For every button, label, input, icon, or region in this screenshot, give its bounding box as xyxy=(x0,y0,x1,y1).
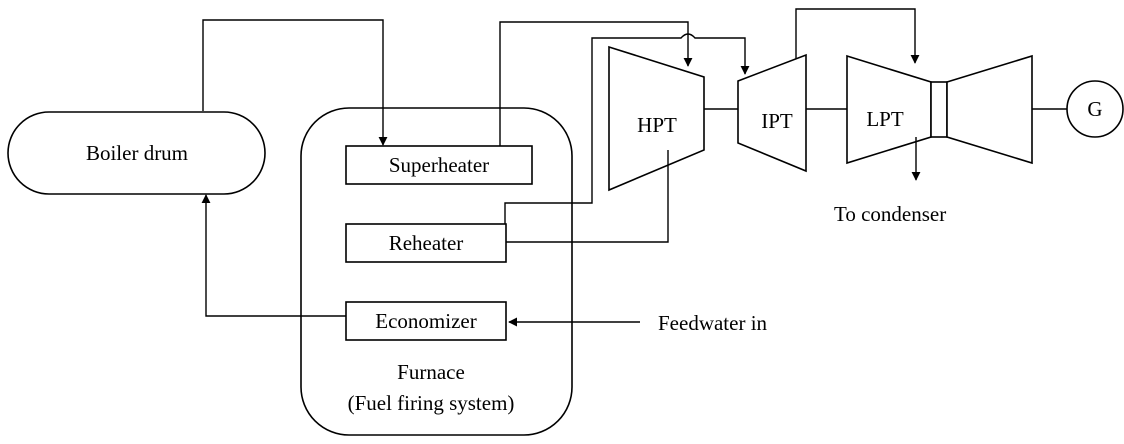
reheater-box xyxy=(345,223,507,263)
furnace xyxy=(300,107,573,436)
boiler-drum-label: Boiler drum xyxy=(86,141,188,165)
hpt-to-reheater-line xyxy=(506,150,669,243)
ipt-turbine xyxy=(737,53,807,173)
condenser-label: To condenser xyxy=(834,202,946,226)
furnace-sublabel: (Fuel firing system) xyxy=(348,391,515,415)
lpt-second-flow xyxy=(946,54,1033,165)
furnace-label: Furnace xyxy=(397,360,465,384)
economizer-to-drum-line xyxy=(201,194,346,317)
reheater-to-ipt-line xyxy=(504,33,750,224)
superheater-box xyxy=(345,145,533,185)
economizer-box xyxy=(345,301,507,341)
superheater-label: Superheater xyxy=(389,153,489,177)
economizer-label: Economizer xyxy=(375,309,476,333)
ipt-label: IPT xyxy=(761,109,793,133)
hpt-label: HPT xyxy=(637,113,677,137)
hpt-turbine xyxy=(608,45,705,192)
lpt-label: LPT xyxy=(866,107,904,131)
superheater-to-hpt-line xyxy=(499,21,693,146)
boiler-drum xyxy=(7,111,266,195)
ipt-to-lpt-line xyxy=(795,8,920,64)
lpt-coupling xyxy=(930,81,948,138)
generator-label: G xyxy=(1087,97,1102,121)
reheater-label: Reheater xyxy=(389,231,464,255)
feedwater-label: Feedwater in xyxy=(658,311,768,335)
drum-to-superheater-line xyxy=(202,19,388,146)
